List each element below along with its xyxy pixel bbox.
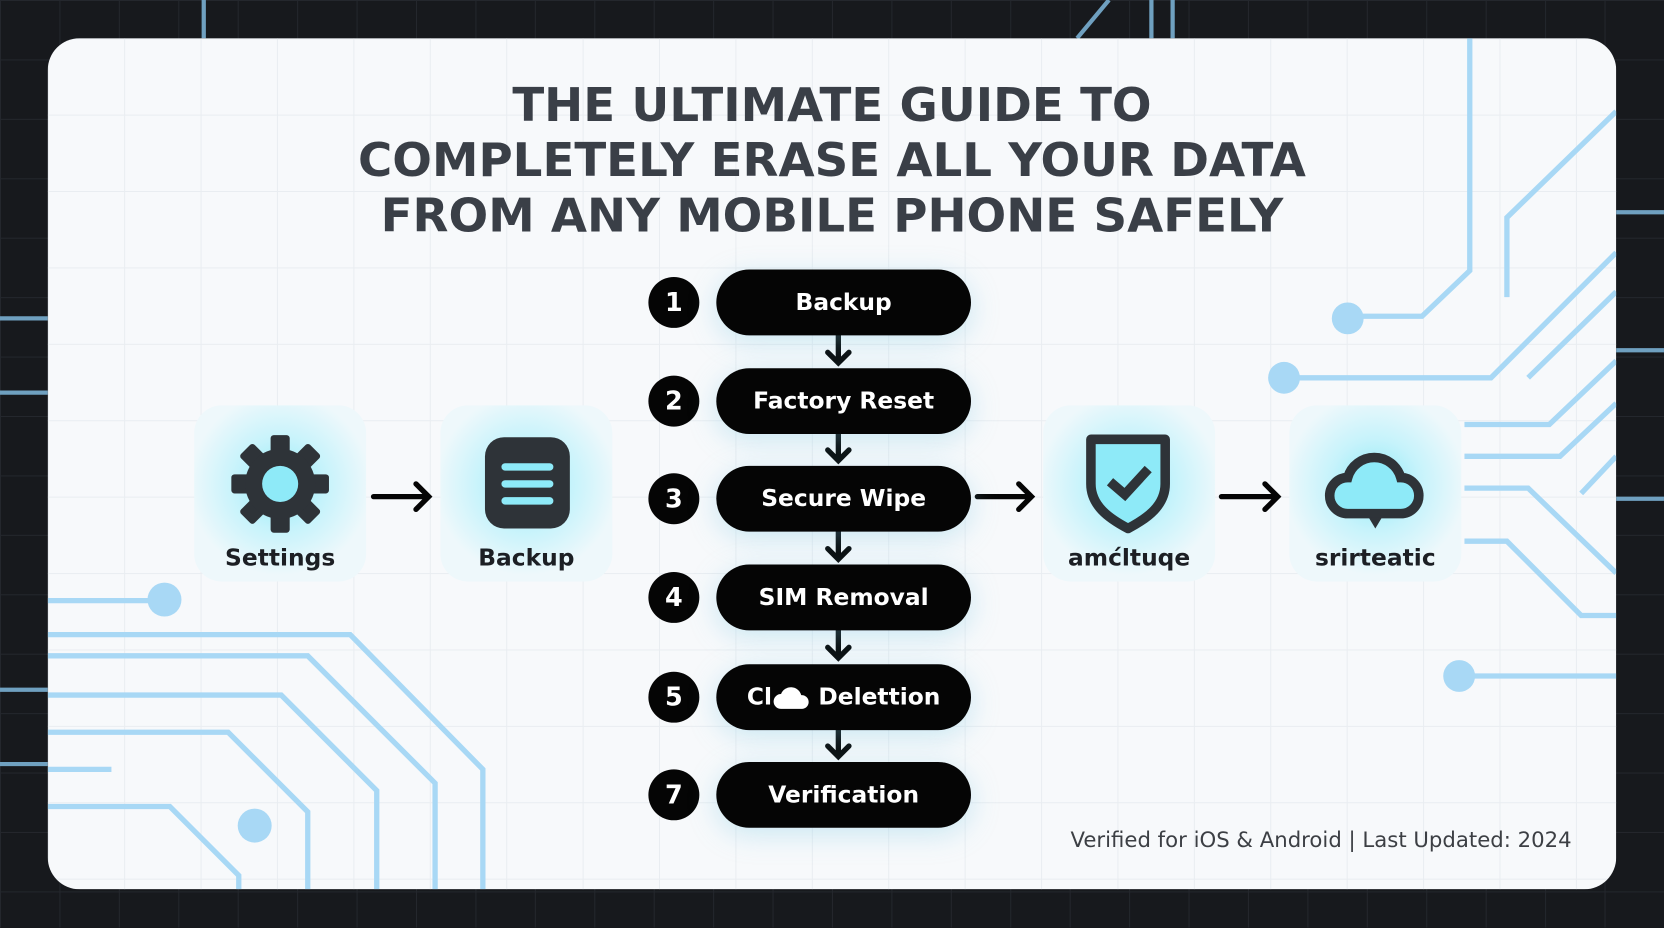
icon-card-label: amćltuqe (1067, 545, 1191, 572)
step-verification[interactable]: Verification (716, 761, 971, 828)
down-arrow (825, 431, 852, 465)
icon-card-label: Settings (225, 545, 336, 572)
icon-card-label: Backup (478, 545, 575, 572)
title-line: COMPLETELY ERASE ALL YOUR DATA (358, 133, 1306, 188)
icon-card-settings[interactable]: Settings (194, 405, 367, 582)
step-backup[interactable]: Backup (716, 269, 971, 336)
gear-icon (231, 435, 329, 533)
footer-note: Verified for iOS & Android | Last Update… (1070, 826, 1572, 853)
cloud-icon (1324, 452, 1424, 529)
step-number: 5 (648, 671, 700, 723)
icon-card-label: srirteatic (1314, 545, 1436, 572)
document-icon (484, 437, 570, 529)
step-secure-wipe[interactable]: Secure Wipe (716, 465, 971, 532)
down-arrow (825, 627, 852, 662)
step-sim-removal[interactable]: SIM Removal (716, 564, 971, 631)
step-factory-reset[interactable]: Factory Reset (716, 368, 971, 435)
right-arrow (370, 481, 433, 513)
step-number: 3 (648, 473, 700, 525)
step-number: 1 (648, 276, 700, 328)
icon-card-shield[interactable]: amćltuqe (1043, 405, 1216, 582)
step-label-start: Cl (746, 683, 773, 711)
step-label-end: Delettion (810, 683, 941, 711)
step-number: 7 (648, 769, 700, 821)
shield-check-icon (1086, 434, 1170, 534)
right-arrow (974, 481, 1036, 513)
down-arrow (825, 727, 852, 761)
page-title: THE ULTIMATE GUIDE TO COMPLETELY ERASE A… (0, 79, 1664, 245)
step-number: 4 (648, 571, 700, 623)
down-arrow (825, 529, 852, 564)
step-cloud-deletion[interactable]: Cl Delettion (716, 664, 971, 731)
cloud-icon (773, 687, 809, 709)
icon-card-backup[interactable]: Backup (440, 405, 613, 582)
circuit-lines (47, 38, 1617, 890)
title-line: THE ULTIMATE GUIDE TO (512, 78, 1152, 133)
down-arrow (825, 332, 852, 367)
step-number: 2 (648, 375, 700, 427)
right-arrow (1218, 481, 1282, 513)
icon-card-cloud[interactable]: srirteatic (1289, 405, 1462, 582)
title-line: FROM ANY MOBILE PHONE SAFELY (380, 188, 1284, 244)
